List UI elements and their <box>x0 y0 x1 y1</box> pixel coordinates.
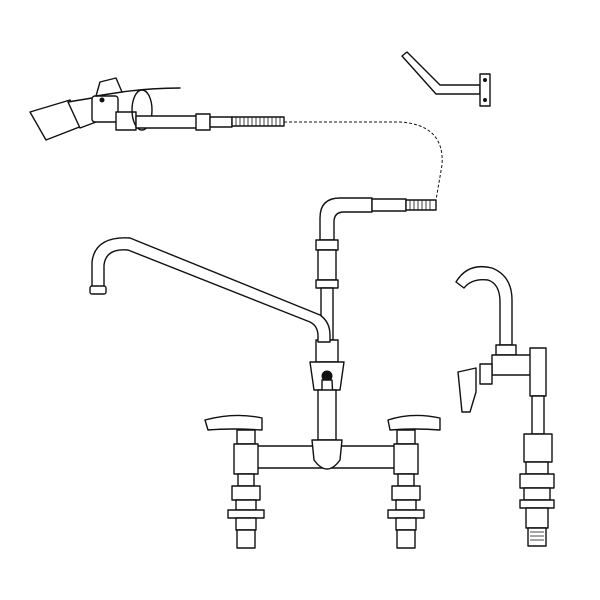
swing-spout <box>89 237 331 343</box>
wall-bracket <box>401 51 491 107</box>
add-on-faucet <box>455 265 555 547</box>
hose <box>231 116 443 201</box>
left-handle-assembly <box>204 414 265 549</box>
right-handle-assembly <box>387 414 441 549</box>
spray-valve <box>29 77 233 141</box>
deck-mount-faucet <box>204 414 441 549</box>
riser <box>309 197 437 441</box>
